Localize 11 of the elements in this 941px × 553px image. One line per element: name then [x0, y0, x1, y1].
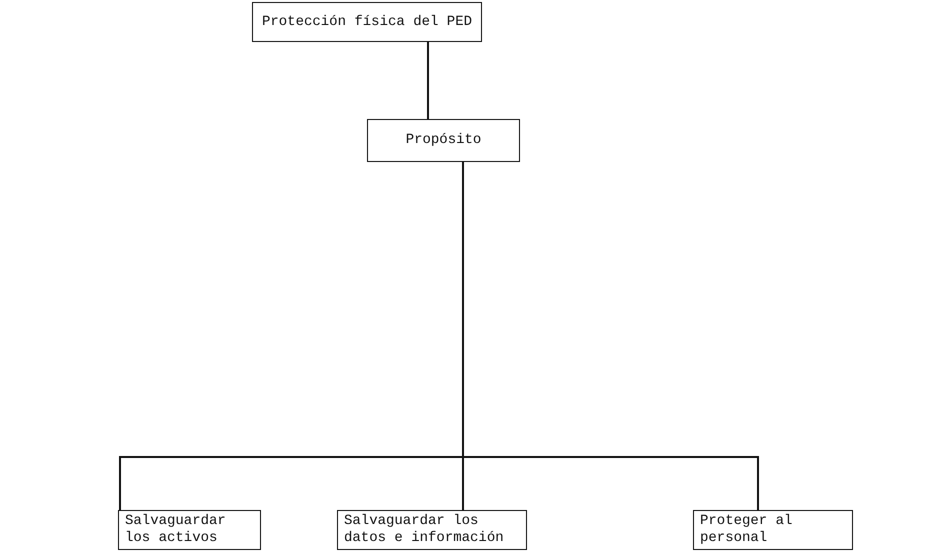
text-box: [118, 510, 261, 550]
box-label: Protección física del PED: [262, 14, 472, 30]
box-label: Proteger al personal: [700, 513, 794, 547]
text-box: [337, 510, 527, 550]
box-label: Propósito: [406, 132, 482, 149]
box-label: Salvaguardar los datos e información: [344, 513, 505, 547]
box-label: Salvaguardar los activos: [125, 513, 227, 547]
connector-line: [427, 42, 429, 119]
text-box: [252, 2, 482, 42]
text-box: [367, 119, 520, 162]
text-box: [693, 510, 853, 550]
